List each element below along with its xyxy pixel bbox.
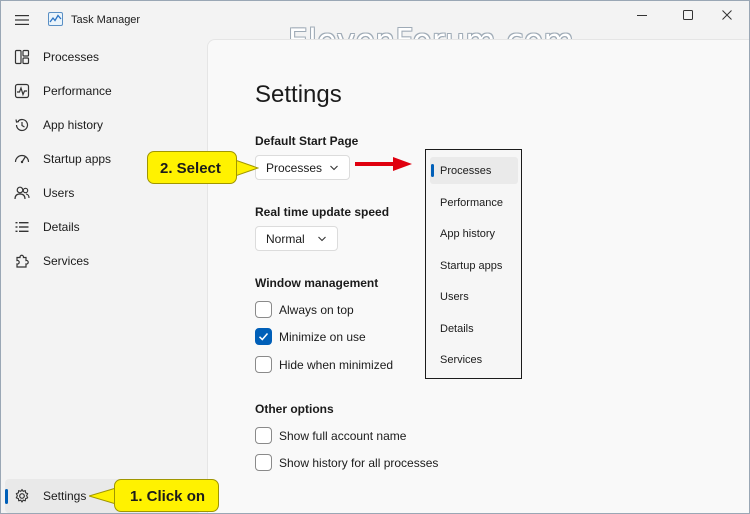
performance-pulse-icon — [14, 83, 30, 99]
option-performance[interactable]: Performance — [430, 189, 518, 216]
update-speed-dropdown[interactable]: Normal — [255, 226, 338, 251]
sidebar-item-performance[interactable]: Performance — [5, 74, 201, 108]
option-services[interactable]: Services — [430, 346, 518, 373]
sidebar-item-label: Settings — [43, 489, 87, 503]
callout-pointer — [235, 159, 259, 177]
dropdown-value: Processes — [266, 161, 323, 175]
gear-icon — [15, 488, 29, 503]
minimize-button[interactable] — [619, 1, 665, 29]
update-speed-label: Real time update speed — [255, 205, 390, 219]
selected-indicator — [431, 164, 434, 177]
sidebar-item-label: Processes — [43, 50, 100, 64]
sidebar-item-label: Startup apps — [43, 152, 112, 166]
task-manager-app-icon — [48, 12, 63, 26]
close-icon — [722, 10, 732, 20]
chevron-down-icon — [330, 165, 338, 171]
option-label: Performance — [440, 197, 503, 209]
callout-pointer — [89, 488, 117, 504]
sidebar-item-label: Users — [43, 186, 75, 200]
default-start-page-dropdown[interactable]: Processes — [255, 155, 350, 180]
history-clock-icon — [15, 118, 29, 132]
option-label: Processes — [440, 165, 492, 177]
selected-indicator — [5, 489, 8, 504]
minimize-on-use-checkbox[interactable] — [255, 328, 272, 345]
option-label: Details — [440, 323, 474, 335]
step1-callout: 1. Click on — [114, 479, 219, 512]
step2-callout: 2. Select — [147, 151, 237, 184]
speedometer-icon — [14, 154, 30, 164]
sidebar-item-app-history[interactable]: App history — [5, 108, 201, 142]
checkbox-label: Minimize on use — [279, 330, 366, 344]
processes-grid-icon — [14, 49, 30, 65]
option-startup-apps[interactable]: Startup apps — [430, 252, 518, 279]
red-arrow-icon — [355, 157, 412, 171]
close-button[interactable] — [704, 1, 749, 29]
hamburger-menu-icon[interactable] — [14, 14, 30, 26]
puzzle-icon — [16, 254, 29, 268]
window-title: Task Manager — [71, 14, 141, 26]
sidebar-item-processes[interactable]: Processes — [5, 40, 201, 74]
settings-page: Settings Default Start Page Processes Re… — [207, 39, 749, 513]
checkbox-label: Always on top — [279, 303, 354, 317]
title-bar: Task Manager — [1, 1, 749, 39]
option-details[interactable]: Details — [430, 315, 518, 342]
sidebar: Processes Performance App history Star — [1, 39, 206, 513]
window-management-label: Window management — [255, 276, 379, 290]
sidebar-item-users[interactable]: Users — [5, 176, 201, 210]
sidebar-item-details[interactable]: Details — [5, 210, 201, 244]
sidebar-item-label: Details — [43, 220, 80, 234]
checkbox-label: Show full account name — [279, 429, 407, 443]
checkmark-icon — [258, 333, 269, 341]
minimize-icon — [637, 15, 647, 16]
sidebar-item-services[interactable]: Services — [5, 244, 201, 278]
sidebar-item-label: Performance — [43, 84, 112, 98]
chevron-down-icon — [318, 236, 326, 242]
option-label: App history — [440, 228, 496, 240]
other-options-label: Other options — [255, 402, 334, 416]
option-label: Users — [440, 291, 469, 303]
option-users[interactable]: Users — [430, 283, 518, 310]
option-app-history[interactable]: App history — [430, 220, 518, 247]
users-icon — [14, 186, 30, 200]
sidebar-item-startup-apps[interactable]: Startup apps — [5, 142, 201, 176]
start-page-options-list: Processes Performance App history Startu… — [425, 149, 522, 379]
always-on-top-checkbox[interactable] — [255, 301, 272, 318]
checkbox-label: Show history for all processes — [279, 456, 439, 470]
page-title: Settings — [255, 81, 342, 108]
maximize-button[interactable] — [665, 1, 711, 29]
maximize-icon — [683, 10, 693, 20]
sidebar-item-label: Services — [43, 254, 90, 268]
option-label: Startup apps — [440, 260, 503, 272]
checkbox-label: Hide when minimized — [279, 358, 394, 372]
hide-when-minimized-checkbox[interactable] — [255, 356, 272, 373]
option-processes[interactable]: Processes — [430, 157, 518, 184]
dropdown-value: Normal — [266, 232, 305, 246]
option-label: Services — [440, 354, 483, 366]
default-start-page-label: Default Start Page — [255, 134, 359, 148]
callout-text: 2. Select — [160, 160, 221, 177]
list-icon — [15, 222, 29, 232]
show-history-all-processes-checkbox[interactable] — [255, 454, 272, 471]
callout-text: 1. Click on — [130, 488, 206, 505]
show-full-account-name-checkbox[interactable] — [255, 427, 272, 444]
sidebar-item-label: App history — [43, 118, 104, 132]
